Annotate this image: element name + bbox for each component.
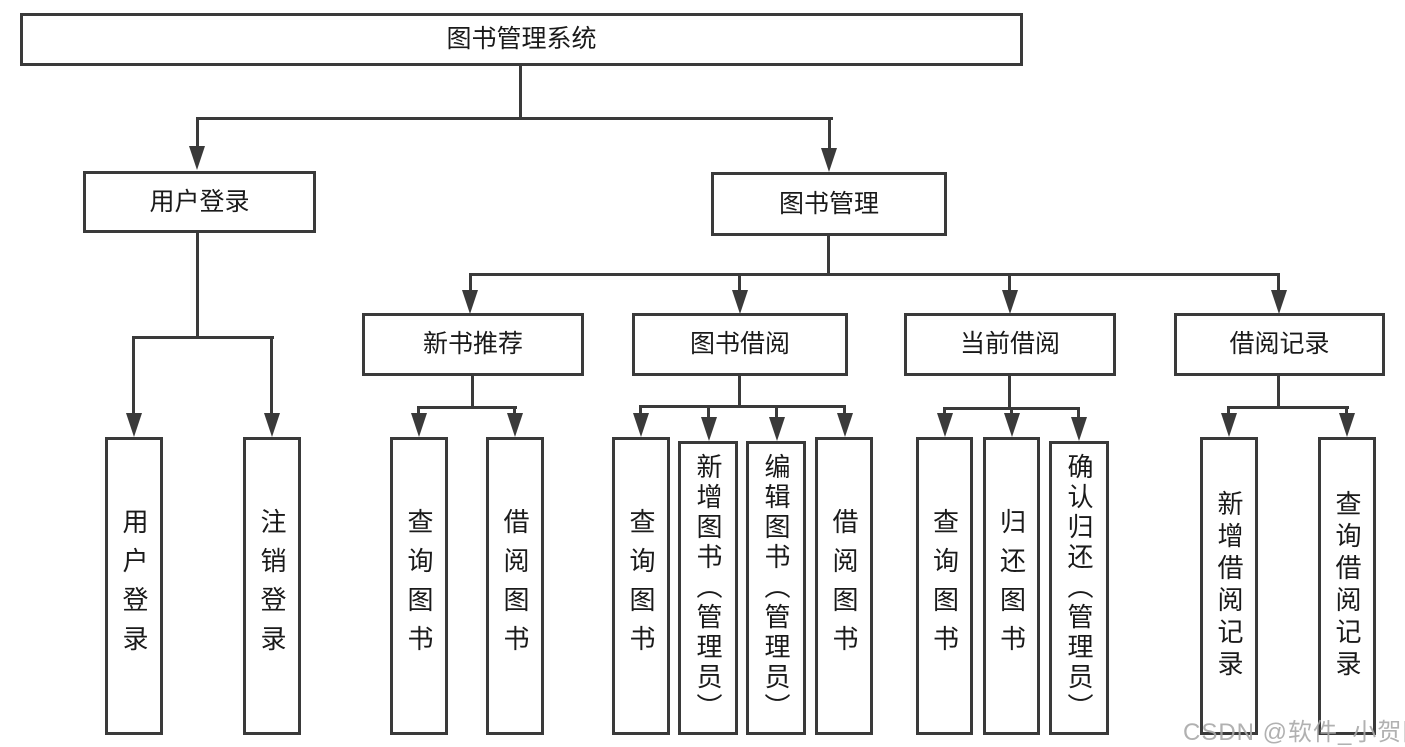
node-leaf-br-add-record: 新增借阅记录 <box>1200 437 1258 735</box>
connector-to-br-query <box>1345 406 1348 415</box>
arrow-down-icon <box>264 413 280 437</box>
arrow-down-icon <box>1002 290 1018 314</box>
connector-to-bb-query <box>639 405 642 415</box>
connector-to-current-borrow <box>1008 273 1011 291</box>
connector-to-leaf-user-login <box>132 336 135 414</box>
connector-user-login-branch <box>133 336 274 339</box>
arrow-down-icon <box>769 417 785 441</box>
arrow-down-icon <box>821 148 837 172</box>
connector-root-to-user-login <box>196 117 199 149</box>
node-book-mgmt: 图书管理 <box>711 172 947 236</box>
connector-root-stem <box>519 64 522 120</box>
connector-to-cb-confirm <box>1077 407 1080 419</box>
node-leaf-bb-add-book: 新增图书（管理员） <box>678 441 738 735</box>
arrow-down-icon <box>633 413 649 437</box>
connector-root-branch <box>196 117 833 120</box>
node-root-system: 图书管理系统 <box>20 13 1023 66</box>
arrow-down-icon <box>1271 290 1287 314</box>
node-user-login: 用户登录 <box>83 171 316 233</box>
connector-borrow-records-branch <box>1227 406 1349 409</box>
node-leaf-bb-edit-book: 编辑图书（管理员） <box>746 441 806 735</box>
connector-to-bb-add <box>707 405 710 419</box>
connector-user-login-stem <box>196 233 199 339</box>
connector-to-rec-borrow <box>513 406 516 415</box>
arrow-down-icon <box>1221 413 1237 437</box>
node-leaf-br-query-record: 查询借阅记录 <box>1318 437 1376 735</box>
arrow-down-icon <box>462 290 478 314</box>
csdn-watermark: CSDN @软件_小贺同学 <box>1183 719 1405 746</box>
connector-book-borrow-stem <box>738 376 741 406</box>
connector-to-borrow-records <box>1277 273 1280 291</box>
connector-to-cb-query <box>943 407 946 415</box>
arrow-down-icon <box>1071 417 1087 441</box>
connector-to-new-book-rec <box>469 273 472 291</box>
connector-book-mgmt-branch <box>470 273 1280 276</box>
arrow-down-icon <box>507 413 523 437</box>
connector-borrow-records-stem <box>1277 376 1280 407</box>
arrow-down-icon <box>1339 413 1355 437</box>
node-leaf-bb-borrow-book: 借阅图书 <box>815 437 873 735</box>
connector-current-borrow-stem <box>1008 376 1011 409</box>
connector-to-br-add <box>1227 406 1230 415</box>
arrow-down-icon <box>937 413 953 437</box>
arrow-down-icon <box>411 413 427 437</box>
node-leaf-rec-query-book: 查询图书 <box>390 437 448 735</box>
arrow-down-icon <box>189 146 205 170</box>
node-leaf-cb-return-book: 归还图书 <box>983 437 1040 735</box>
connector-to-leaf-logout <box>270 336 273 414</box>
connector-to-book-borrow <box>738 273 741 291</box>
node-borrow-records: 借阅记录 <box>1174 313 1385 376</box>
node-leaf-user-login: 用户登录 <box>105 437 163 735</box>
node-book-borrow: 图书借阅 <box>632 313 848 376</box>
connector-book-borrow-branch <box>640 405 846 408</box>
connector-book-mgmt-stem <box>827 236 830 275</box>
node-leaf-cb-query-book: 查询图书 <box>916 437 973 735</box>
node-leaf-cb-confirm-return: 确认归还（管理员） <box>1049 441 1109 735</box>
node-leaf-bb-query-book: 查询图书 <box>612 437 670 735</box>
connector-new-book-rec-stem <box>471 376 474 407</box>
node-current-borrow: 当前借阅 <box>904 313 1116 376</box>
node-new-book-rec: 新书推荐 <box>362 313 584 376</box>
connector-root-to-book-mgmt <box>828 117 831 149</box>
arrow-down-icon <box>126 413 142 437</box>
node-leaf-rec-borrow-book: 借阅图书 <box>486 437 544 735</box>
arrow-down-icon <box>1004 413 1020 437</box>
arrow-down-icon <box>701 417 717 441</box>
node-leaf-logout: 注销登录 <box>243 437 301 735</box>
arrow-down-icon <box>837 413 853 437</box>
connector-new-book-rec-branch <box>417 406 517 409</box>
connector-to-bb-edit <box>775 405 778 419</box>
connector-to-bb-borrow <box>843 405 846 415</box>
connector-to-cb-return <box>1010 407 1013 415</box>
arrow-down-icon <box>732 290 748 314</box>
connector-to-rec-query <box>417 406 420 415</box>
